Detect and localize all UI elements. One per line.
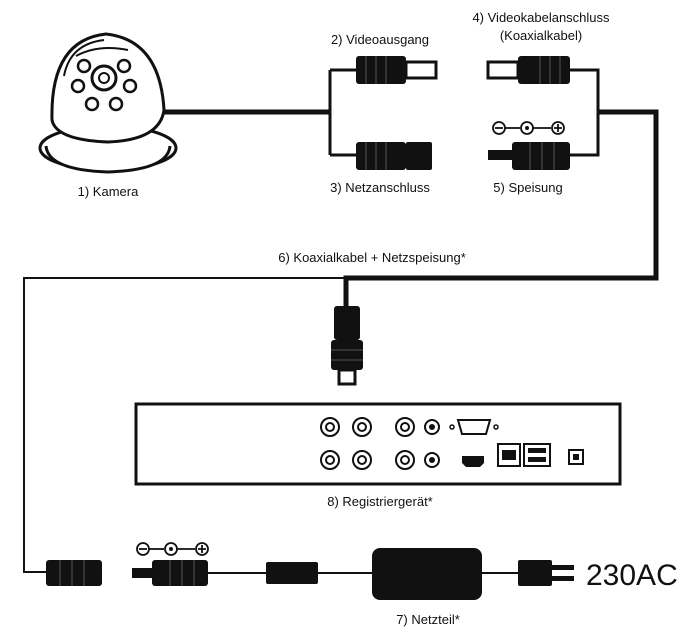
dvr-recorder-icon — [134, 402, 622, 486]
adapter-cable — [208, 562, 518, 584]
bnc-port-icon — [320, 417, 415, 470]
dc-plug-icon — [488, 142, 570, 170]
camera-label: 1) Kamera — [78, 184, 139, 199]
bnc-connector-icon — [331, 306, 363, 386]
dc-polarity-icon — [492, 121, 565, 135]
audio-port-icon — [424, 419, 440, 468]
power-supply-label: 5) Speisung — [493, 180, 562, 195]
ethernet-port-icon — [497, 443, 521, 467]
video-cable-connector-label: 4) Videokabelanschluss — [472, 10, 610, 25]
video-output-label: 2) Videoausgang — [331, 32, 429, 47]
recorder-label: 8) Registriergerät* — [327, 494, 433, 509]
dome-camera-icon — [38, 32, 178, 174]
dc-plug-icon — [356, 142, 432, 170]
dc-plug-icon — [132, 560, 208, 586]
bnc-connector-icon — [486, 56, 570, 84]
dc-power-port-icon — [568, 449, 584, 465]
thin-cable — [23, 277, 346, 573]
hdmi-port-icon — [462, 456, 484, 467]
video-cable-connector-sublabel: (Koaxialkabel) — [500, 28, 582, 43]
bnc-connector-icon — [46, 560, 102, 586]
power-adapter-icon — [372, 548, 482, 600]
adapter-label: 7) Netzteil* — [396, 612, 460, 627]
dc-polarity-icon — [136, 542, 209, 556]
vga-port-icon — [449, 419, 499, 435]
camera-cable — [160, 68, 356, 157]
power-connector-label: 3) Netzanschluss — [330, 180, 430, 195]
coax-cable — [343, 68, 659, 306]
coax-cable-label: 6) Koaxialkabel + Netzspeisung* — [278, 250, 466, 265]
bnc-connector-icon — [356, 56, 438, 84]
mains-voltage-label: 230AC — [586, 559, 678, 592]
usb-port-icon — [523, 443, 551, 467]
mains-plug-icon — [518, 560, 574, 586]
